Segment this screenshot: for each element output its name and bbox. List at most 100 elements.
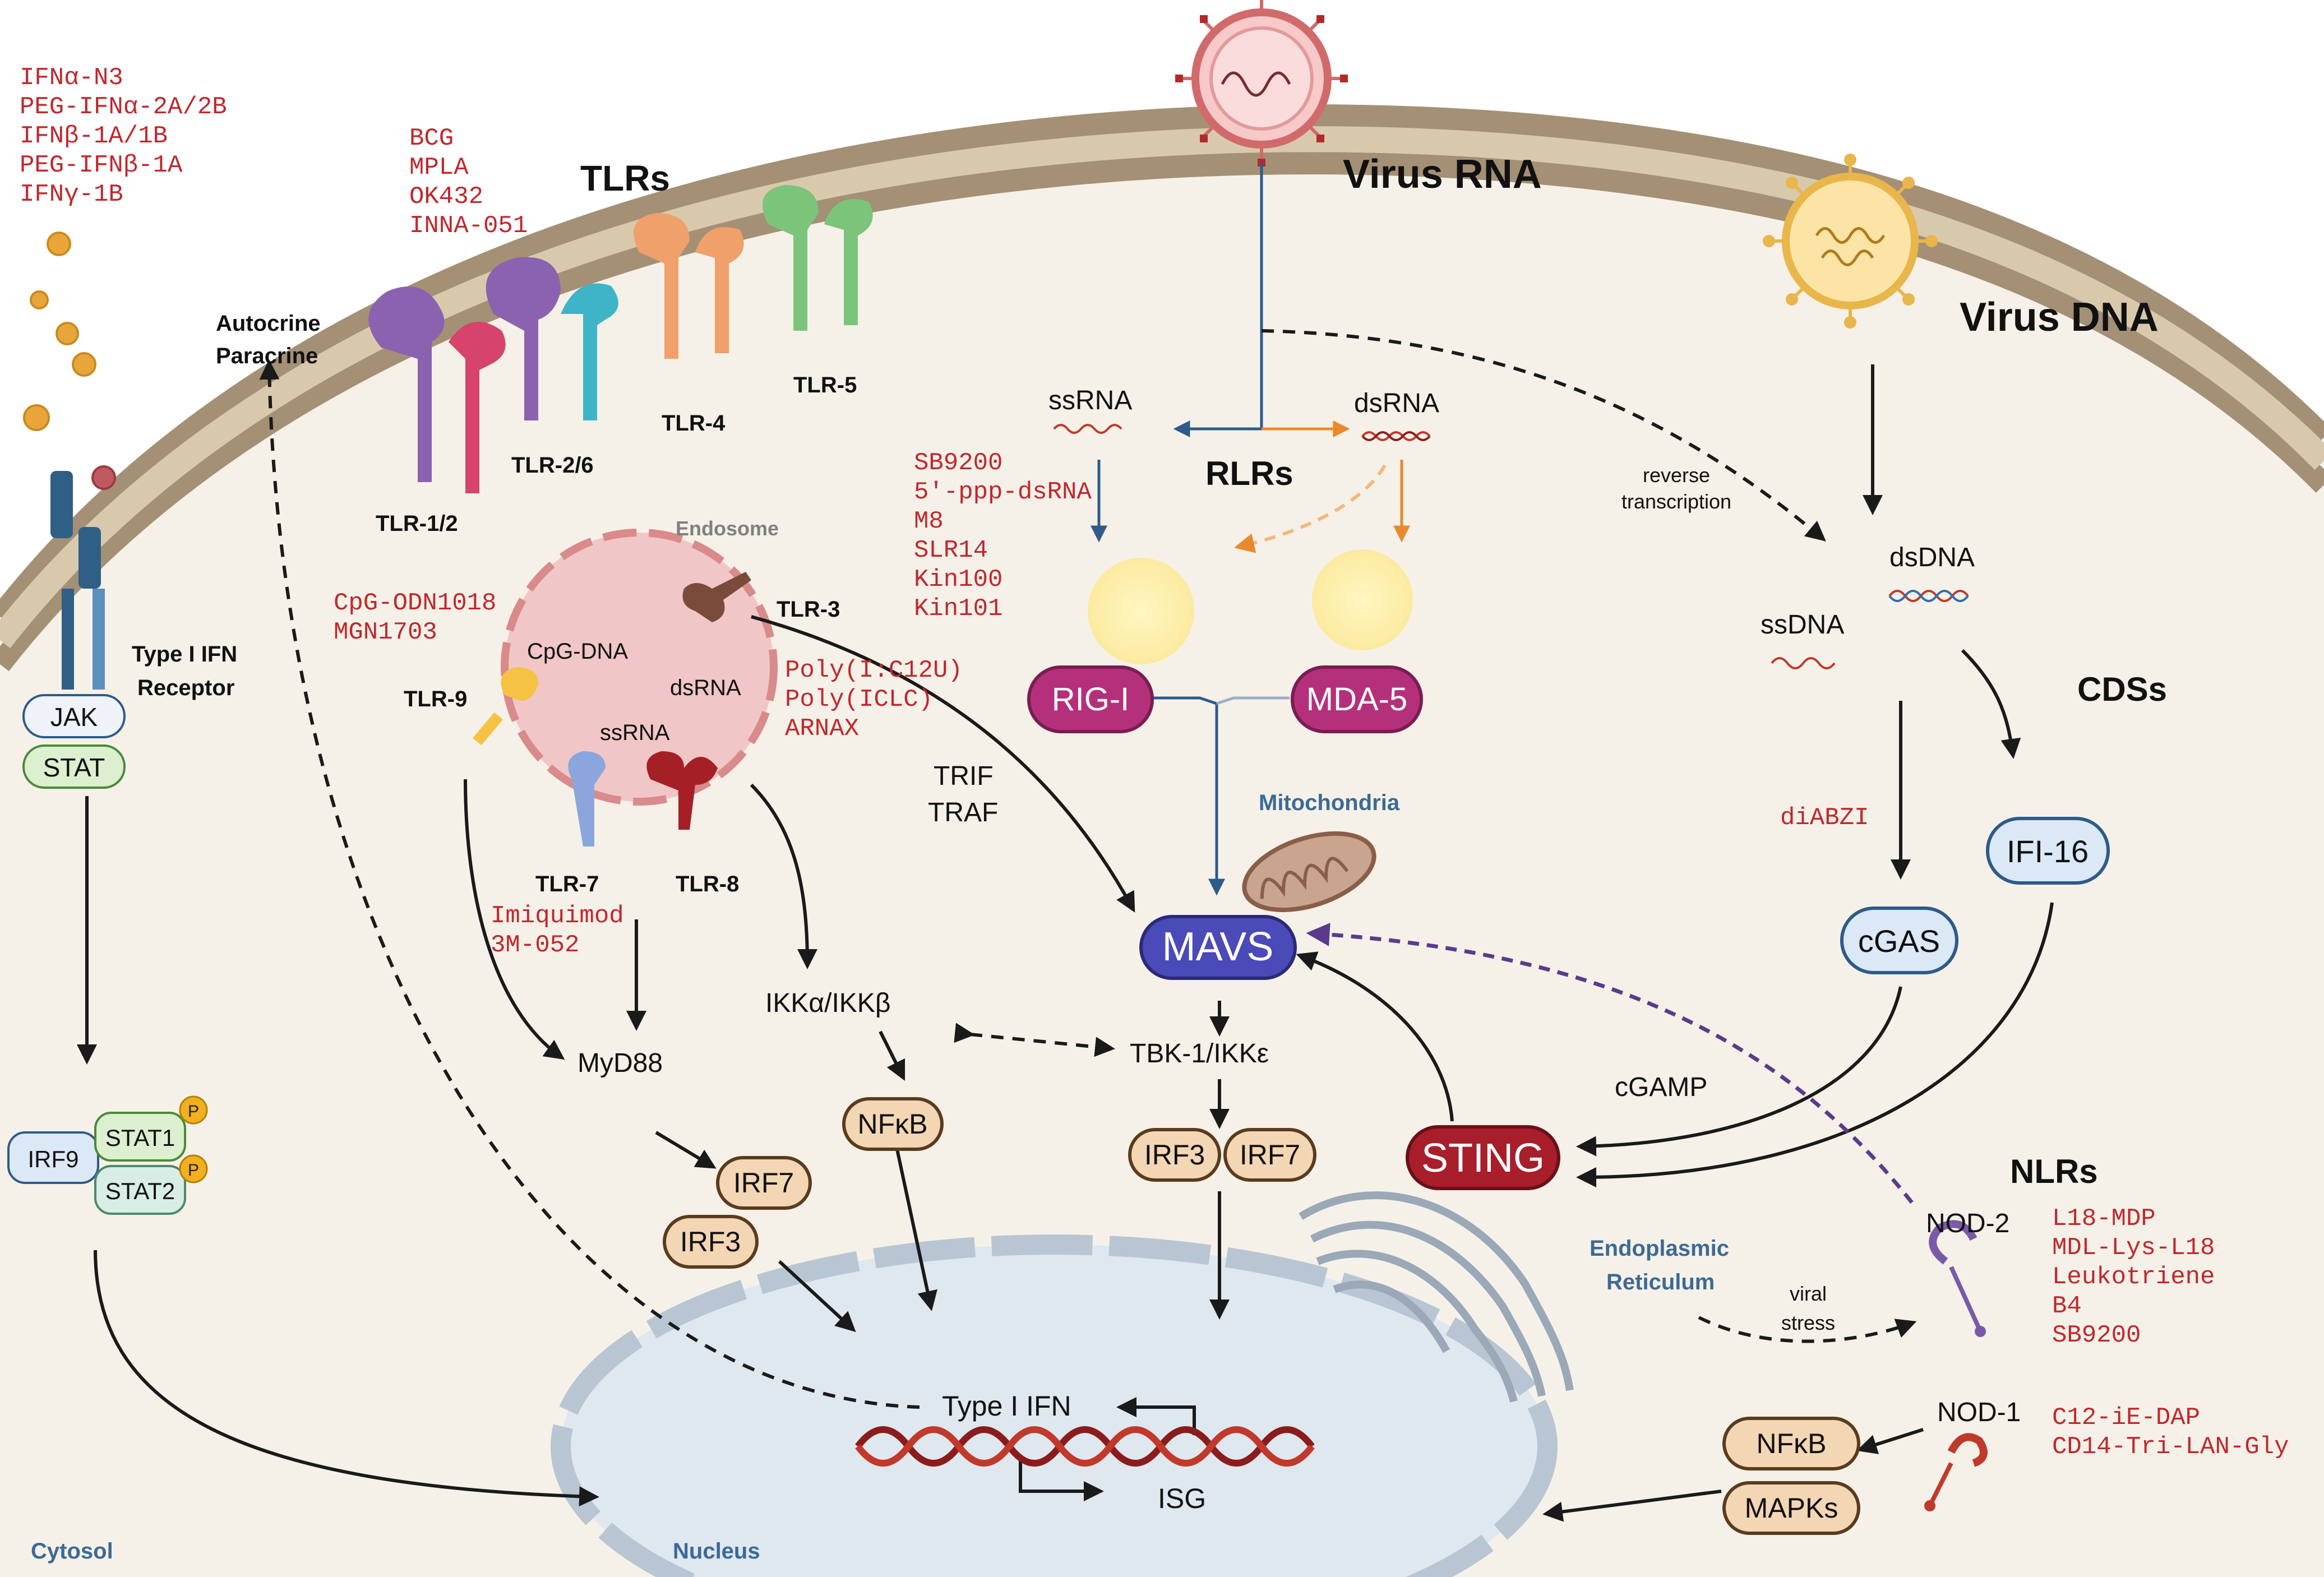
pathway-arrows xyxy=(77,163,2054,1522)
cgas-label: cGAS xyxy=(1858,923,1940,959)
ifn-receptor-label-1: Type I IFN xyxy=(132,642,237,667)
tlr-5-label: TLR-5 xyxy=(793,373,857,397)
stat2-label: STAT2 xyxy=(105,1178,175,1204)
cgamp-label: cGAMP xyxy=(1615,1072,1707,1102)
nfkb-node-center: NFκB xyxy=(842,1097,944,1151)
nucleic-acid-squiggles xyxy=(1053,424,1969,669)
svg-text:IRF7: IRF7 xyxy=(1240,1139,1300,1171)
er-label-1: Endoplasmic xyxy=(1590,1236,1729,1261)
irf3-node-center: IRF3 xyxy=(1128,1128,1221,1182)
svg-text:INNA-051: INNA-051 xyxy=(409,212,528,240)
ssdna-label: ssDNA xyxy=(1761,610,1844,640)
phospho-badge-1: P xyxy=(179,1095,208,1125)
tlr-3-icon xyxy=(682,572,751,622)
tlr-8-icon xyxy=(646,751,718,830)
tlr-4-label: TLR-4 xyxy=(662,411,726,436)
svg-text:M8: M8 xyxy=(914,507,944,535)
mavs-node: MAVS xyxy=(1139,915,1297,980)
mda-5-node: MDA-5 xyxy=(1291,665,1423,733)
stress-label: stress xyxy=(1781,1311,1835,1334)
endosome-dsrna-label: dsRNA xyxy=(670,676,741,700)
tlr-9-icon xyxy=(473,667,538,746)
stat-node: STAT xyxy=(22,744,126,789)
svg-text:IFNγ-1B: IFNγ-1B xyxy=(20,181,123,209)
irf7-node-center: IRF7 xyxy=(1223,1128,1316,1182)
mda-5-label: MDA-5 xyxy=(1306,681,1407,718)
irf3-node-left: IRF3 xyxy=(663,1215,759,1269)
endoplasmic-reticulum-shape xyxy=(1299,1191,1574,1403)
jak-label: JAK xyxy=(50,702,98,732)
svg-text:SB9200: SB9200 xyxy=(2052,1321,2141,1349)
svg-text:3M-052: 3M-052 xyxy=(491,931,579,959)
svg-text:MGN1703: MGN1703 xyxy=(334,618,437,646)
trif-label: TRIF xyxy=(934,761,994,791)
svg-text:PEG-IFNα-2A/2B: PEG-IFNα-2A/2B xyxy=(20,93,227,121)
sting-node: STING xyxy=(1406,1125,1560,1190)
drugs-nod2: L18-MDP MDL-Lys-L18 Leukotriene B4 SB920… xyxy=(2052,1205,2215,1349)
nod-2-label: NOD-2 xyxy=(1926,1209,2009,1238)
virus-rna-heading: Virus RNA xyxy=(1343,152,1542,197)
tlr-4-receptor-icon xyxy=(634,213,744,359)
svg-text:IRF7: IRF7 xyxy=(733,1167,794,1199)
svg-text:L18-MDP: L18-MDP xyxy=(2052,1205,2156,1233)
tlr-1-2-receptor-icon xyxy=(368,286,506,493)
svg-text:B4: B4 xyxy=(2052,1292,2082,1320)
traf-label: TRAF xyxy=(928,798,998,827)
stat1-label: STAT1 xyxy=(105,1125,175,1151)
stat-label: STAT xyxy=(43,753,105,782)
mitochondria-label: Mitochondria xyxy=(1259,790,1400,815)
drugs-ifn: IFNα-N3 PEG-IFNα-2A/2B IFNβ-1A/1B PEG-IF… xyxy=(20,64,227,209)
svg-text:ARNAX: ARNAX xyxy=(785,715,859,743)
svg-text:Imiquimod: Imiquimod xyxy=(491,902,624,930)
type-i-ifn-label: Type I IFN xyxy=(942,1390,1071,1422)
dna-virus-icon xyxy=(1763,154,1938,329)
tlr-9-label: TLR-9 xyxy=(404,687,467,711)
svg-text:BCG: BCG xyxy=(409,124,454,152)
ifi-16-label: IFI-16 xyxy=(2007,834,2089,869)
drugs-tlr9: CpG-ODN1018 MGN1703 xyxy=(334,589,496,646)
ikk-label: IKKα/IKKβ xyxy=(765,988,890,1018)
svg-text:CD14-Tri-LAN-Gly: CD14-Tri-LAN-Gly xyxy=(2052,1433,2289,1461)
svg-text:IRF3: IRF3 xyxy=(680,1226,741,1257)
nucleus-label: Nucleus xyxy=(673,1539,760,1564)
mavs-label: MAVS xyxy=(1162,924,1274,969)
phospho-badge-2: P xyxy=(179,1154,208,1183)
rig-i-glow xyxy=(1088,558,1194,664)
ifn-particles xyxy=(23,232,116,490)
tlr-2-6-receptor-icon xyxy=(486,257,618,420)
cdss-heading: CDSs xyxy=(2077,670,2167,708)
svg-text:Leukotriene: Leukotriene xyxy=(2052,1263,2215,1291)
dna-helix-icon xyxy=(855,1426,1315,1467)
svg-text:SB9200: SB9200 xyxy=(914,449,1002,477)
irf9-label: IRF9 xyxy=(27,1146,78,1172)
dsdna-label: dsDNA xyxy=(1889,543,1975,572)
nod-2-icon xyxy=(1929,1220,1986,1337)
cell-membrane xyxy=(0,104,2324,1577)
svg-text:P: P xyxy=(188,1102,199,1121)
mda-5-glow xyxy=(1312,549,1413,650)
svg-text:IFNα-N3: IFNα-N3 xyxy=(20,64,123,92)
svg-text:C12-iE-DAP: C12-iE-DAP xyxy=(2052,1404,2200,1432)
drug-sting: diABZI xyxy=(1780,804,1869,832)
stat1-node: STAT1 xyxy=(94,1112,186,1162)
svg-text:Kin101: Kin101 xyxy=(914,595,1002,623)
nod-1-icon xyxy=(1924,1433,1988,1511)
tlr-3-label: TLR-3 xyxy=(777,597,840,622)
drugs-tlr3: Poly(I:C12U) Poly(ICLC) ARNAX xyxy=(785,656,963,743)
stat2-node: STAT2 xyxy=(94,1165,186,1215)
rna-virus-icon xyxy=(1175,0,1348,167)
svg-text:Poly(I:C12U): Poly(I:C12U) xyxy=(785,656,963,685)
endosome-ssrna-label: ssRNA xyxy=(600,720,670,745)
dsrna-label: dsRNA xyxy=(1354,389,1439,418)
rig-i-node: RIG-I xyxy=(1027,665,1154,733)
nucleus xyxy=(551,1234,1558,1577)
svg-text:NFκB: NFκB xyxy=(1757,1428,1827,1459)
svg-text:MPLA: MPLA xyxy=(409,154,469,182)
svg-text:MDL-Lys-L18: MDL-Lys-L18 xyxy=(2052,1234,2215,1262)
svg-text:NFκB: NFκB xyxy=(858,1108,928,1140)
tlr-5-receptor-icon xyxy=(763,185,873,331)
svg-text:PEG-IFNβ-1A: PEG-IFNβ-1A xyxy=(20,151,183,179)
tlrs-heading: TLRs xyxy=(580,158,670,198)
ifn-receptor-label-2: Receptor xyxy=(137,676,234,700)
mitochondria-icon xyxy=(1242,831,1376,913)
